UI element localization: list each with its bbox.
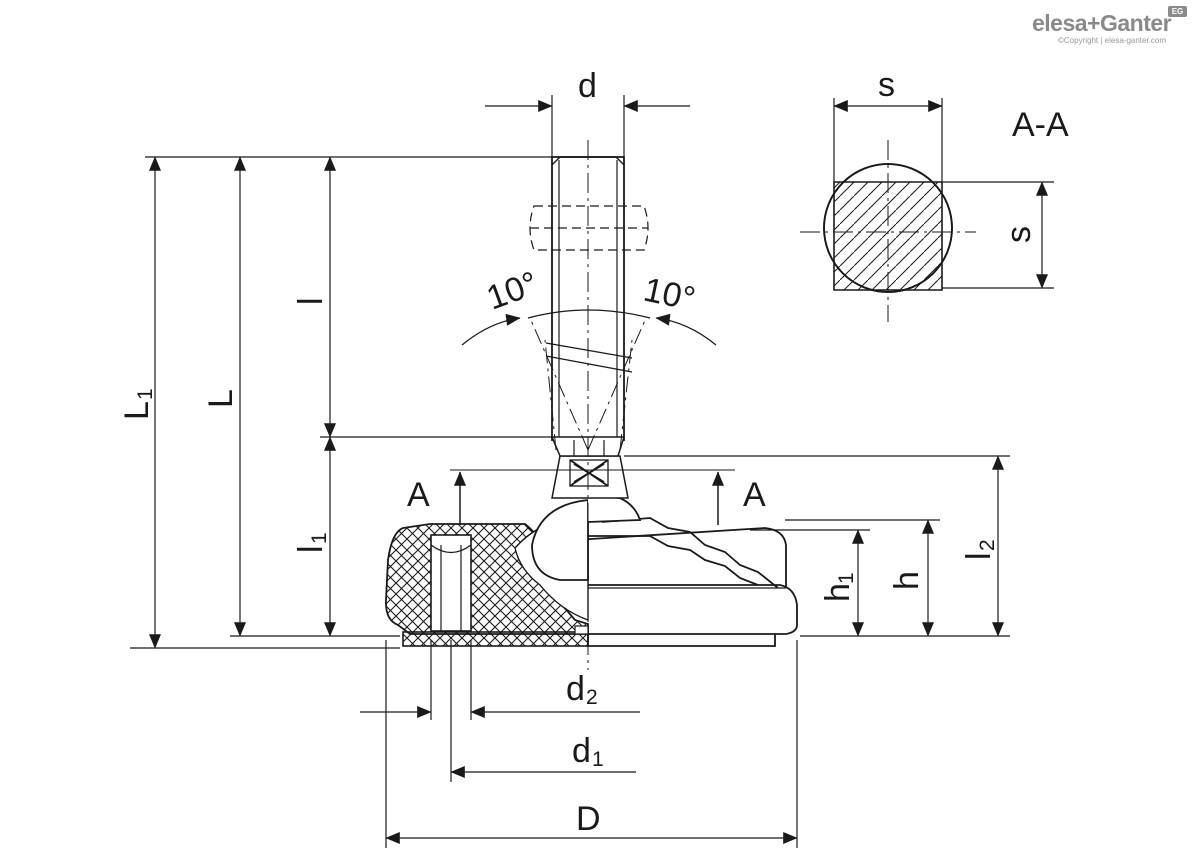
tilt-lines — [529, 317, 647, 451]
label-h: h — [888, 571, 926, 590]
label-l1-sub: 1 — [308, 532, 331, 544]
base-exterior — [574, 517, 798, 647]
section-title: A-A — [1012, 106, 1069, 144]
label-L1: L — [118, 401, 156, 420]
label-h1: h — [819, 583, 857, 602]
label-section-left: A — [407, 476, 430, 514]
brand-badge: EG — [1168, 6, 1187, 17]
label-section-right: A — [743, 476, 766, 514]
hex-nut — [529, 205, 649, 251]
label-L1-sub: 1 — [134, 388, 157, 400]
dim-d — [485, 95, 690, 157]
ball-joint — [531, 455, 642, 581]
label-D: D — [576, 800, 601, 838]
labels: d s A-A s 10° 10° L 1 L l l 1 h 1 h l 2 … — [118, 66, 1069, 838]
label-s-top: s — [878, 66, 895, 104]
dim-right-vertical — [624, 455, 1010, 637]
brand-logo: elesa+Ganter ©Copyright | elesa-ganter.c… — [1028, 6, 1193, 46]
label-angle-right: 10° — [640, 271, 698, 319]
label-l: l — [292, 297, 330, 305]
label-l2-sub: 2 — [976, 539, 999, 551]
label-d1-sub: 1 — [592, 748, 604, 771]
label-l2: l — [960, 552, 998, 560]
section-view — [800, 98, 1054, 322]
brand-copyright: ©Copyright | elesa-ganter.com — [1058, 36, 1167, 45]
label-l1: l — [292, 545, 330, 553]
dim-left-vertical — [130, 156, 552, 649]
label-L: L — [202, 389, 240, 408]
dim-bottom — [360, 640, 798, 848]
brand-name: elesa+Ganter — [1032, 10, 1172, 36]
tilt-arcs — [461, 309, 717, 346]
label-angle-left: 10° — [482, 264, 543, 317]
label-d2-sub: 2 — [586, 686, 598, 709]
label-h1-sub: 1 — [835, 572, 858, 584]
label-d1: d — [572, 732, 591, 770]
label-d: d — [578, 67, 597, 105]
label-d2: d — [566, 670, 585, 708]
section-markers — [450, 469, 735, 525]
label-s-side: s — [1000, 226, 1038, 243]
